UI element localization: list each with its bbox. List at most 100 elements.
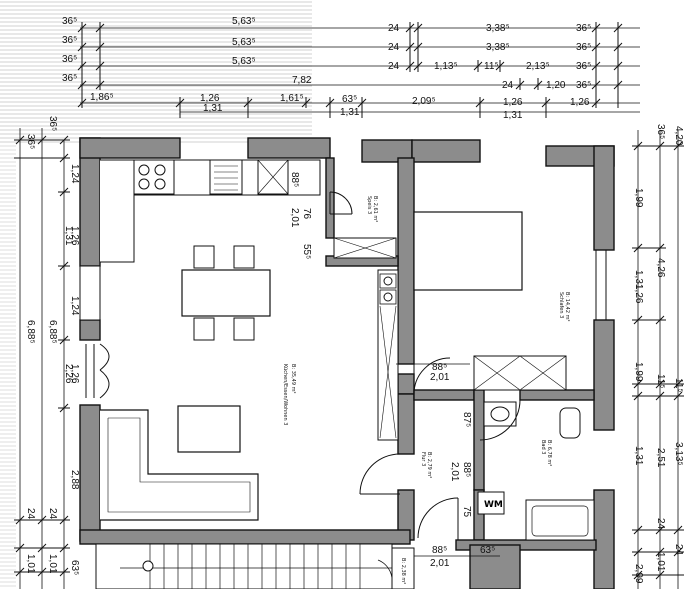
shower — [525, 499, 595, 541]
kitchen-counter — [100, 159, 321, 263]
dim-bottom-door-w: 2,01 — [430, 558, 450, 569]
dim-top-r2-3: 3,38⁵ — [486, 42, 510, 53]
dim-hall-door2: 88⁵ — [461, 462, 472, 477]
dim-top-r1-1: 5,63⁵ — [232, 16, 256, 27]
dim-top-r2-2: 24 — [388, 42, 400, 53]
dim-left-10: 2,88 — [69, 470, 80, 490]
washer-label: WM — [484, 500, 503, 510]
room-pantry-name: Speis 3 — [366, 196, 372, 214]
dim-top-r4-3: 1,20 — [546, 80, 566, 91]
room-bedroom-name: Schlafen 3 — [558, 292, 564, 318]
dim-right-10: 3,13⁵ — [673, 442, 684, 466]
dim-bottom-63: 63⁵ — [480, 545, 495, 556]
walls — [79, 137, 615, 589]
dim-top-r5-2: 1,61⁵ — [280, 93, 304, 104]
dim-left-2: 1,24 — [69, 164, 80, 184]
dim-top-r1-4: 36⁵ — [576, 23, 591, 34]
room-bedroom-area: B: 14,42 m² — [564, 292, 570, 321]
dim-top-r1-0: 36⁵ — [62, 16, 77, 27]
stair-area: B: 2,38 m² — [400, 558, 406, 584]
dim-left-0: 36⁵ — [25, 134, 36, 149]
dim-left-11: 24 — [25, 508, 36, 520]
dim-top-r5-0: 1,86⁵ — [90, 92, 114, 103]
dim-door-201: 2,01 — [289, 208, 300, 228]
dim-top-r3-6: 36⁵ — [576, 61, 591, 72]
dim-top-r3-5: 2,13⁵ — [526, 61, 550, 72]
dim-left-1: 36⁵ — [47, 116, 58, 131]
dim-hall-door2-w: 2,01 — [449, 462, 460, 482]
dim-kitchen-door-w: 2,01 — [430, 372, 450, 383]
washing-machine — [477, 491, 505, 515]
coffee-table — [177, 405, 241, 453]
dim-right-1: 4,20 — [673, 126, 684, 146]
dim-right-8: 11⁵ — [673, 378, 684, 393]
dim-left-6: 6,88⁵ — [25, 320, 36, 344]
dim-bottom-door-h: 88⁵ — [432, 545, 447, 556]
bath-fixtures: WM — [477, 401, 595, 541]
dim-left-7: 6,88⁵ — [47, 320, 58, 344]
bedroom-furniture — [413, 211, 607, 391]
dim-left-5: 1,24 — [69, 296, 80, 316]
dim-right-3: 4,26 — [655, 258, 666, 278]
dim-kitchen-door-h: 88⁵ — [432, 362, 447, 373]
bedroom-door-arc — [413, 357, 451, 395]
dim-right-12: 24 — [655, 518, 666, 530]
dim-left-13: 1,01 — [25, 554, 36, 574]
room-hall-name: Flur 3 — [420, 452, 426, 466]
left-window — [85, 343, 110, 399]
dim-top-r5-4: 2,09⁵ — [412, 96, 436, 107]
dim-top-r4-0: 36⁵ — [62, 73, 77, 84]
toilet — [559, 407, 581, 439]
dim-top-r2-0: 36⁵ — [62, 35, 77, 46]
dim-right-0: 36⁵ — [655, 124, 666, 139]
dim-left-4: 1,31 — [63, 226, 74, 246]
dim-top-r5-3: 63⁵ — [342, 94, 357, 105]
left-dimension-chains: 36⁵ 36⁵ 1,24 1,26 1,31 1,24 6,88⁵ 6,88⁵ … — [14, 116, 80, 589]
dim-top-r5-5: 1,26 — [503, 97, 523, 108]
cabinet-column — [377, 269, 399, 441]
dim-top-r3-3: 1,13⁵ — [434, 61, 458, 72]
bed — [413, 211, 523, 291]
dim-top-r1-2: 24 — [388, 23, 400, 34]
sofa — [100, 405, 259, 521]
dim-top-r4-2: 24 — [502, 80, 514, 91]
dim-right-14: 1,01 — [655, 552, 666, 572]
room-labels: Speis 3 B: 2,61 m² Küchen/Essen/Wohnen 3… — [282, 196, 570, 478]
room-kitchen-name: Küchen/Essen/Wohnen 3 — [282, 364, 288, 425]
room-bath-name: Bad 3 — [540, 440, 546, 454]
dim-top-r6-0: 1,31 — [203, 103, 223, 114]
room-pantry-area: B: 2,61 m² — [372, 196, 378, 222]
dim-top-r2-1: 5,63⁵ — [232, 37, 256, 48]
dim-left-15: 63⁵ — [69, 560, 80, 575]
dim-pantry-w: 76 — [301, 208, 312, 220]
kitchen-door-arc — [359, 453, 401, 495]
dim-top-r3-1: 5,63⁵ — [232, 56, 256, 67]
terrace-hatch — [0, 0, 312, 145]
stove — [133, 159, 175, 195]
wardrobe — [473, 355, 567, 391]
side-hatch — [0, 145, 16, 589]
inner-dimensions: 88⁵ 2,01 88⁵ 76 2,01 55⁵ 87⁵ 88⁵ 2,01 75… — [289, 172, 500, 569]
dim-top-r5-6: 1,26 — [570, 97, 590, 108]
dining-table — [181, 245, 271, 341]
sink — [209, 159, 243, 195]
dim-pantry-door: 55⁵ — [301, 244, 312, 259]
dim-left-12: 24 — [47, 508, 58, 520]
dim-right-11: 1,31 — [633, 446, 644, 466]
dim-right-5: 1,26 — [633, 284, 644, 304]
room-kitchen-area: B: 35,49 m² — [290, 364, 296, 393]
dim-top-r2-4: 36⁵ — [576, 42, 591, 53]
right-dimension-chains: 36⁵ 4,20 1,99 4,26 1,31 1,26 1,99 11⁵ 11… — [632, 124, 684, 589]
dim-left-8: 1,26 — [69, 364, 80, 384]
dim-right-15: 2,99 — [633, 564, 644, 584]
dim-right-7: 11⁵ — [655, 374, 666, 389]
dim-left-3: 1,26 — [69, 226, 80, 246]
dim-right-6: 1,99 — [633, 362, 644, 382]
pantry-door-arc — [329, 191, 353, 215]
dim-top-r6-2: 1,31 — [503, 110, 523, 121]
dim-top-r3-4: 11⁵ — [484, 61, 499, 72]
dim-hall-75: 75 — [461, 506, 472, 518]
dim-top-r6-1: 1,31 — [340, 107, 360, 118]
dim-left-9: 2,26 — [63, 364, 74, 384]
dim-right-9: 2,51 — [655, 448, 666, 468]
